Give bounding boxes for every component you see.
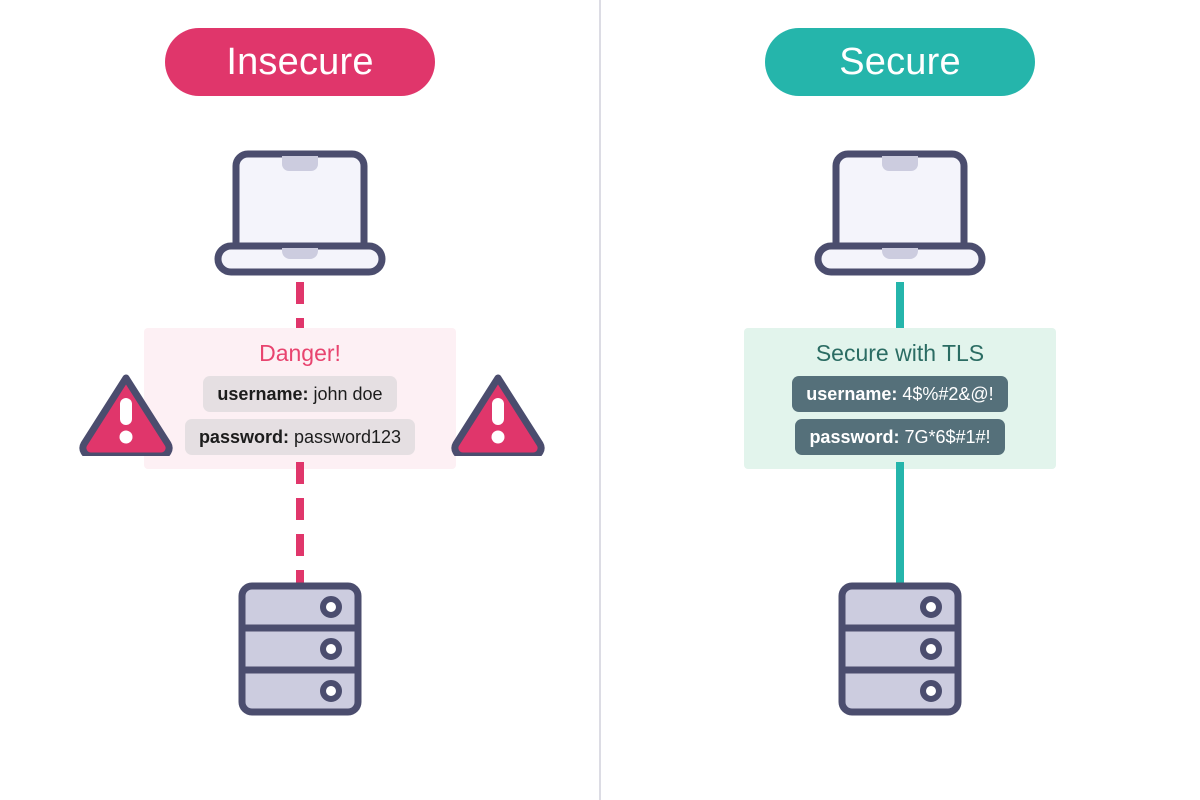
server-icon [838, 582, 962, 716]
username-value: 4$%#2&@! [902, 384, 994, 404]
credential-row: password: password123 [144, 419, 456, 455]
laptop-icon [212, 148, 388, 276]
password-key: password: [198, 427, 289, 447]
password-value: 7G*6$#1#! [904, 427, 991, 447]
password-pill: password: password123 [184, 419, 416, 455]
insecure-badge: Insecure [165, 28, 435, 96]
password-pill: password: 7G*6$#1#! [795, 419, 1005, 455]
credential-row: username: john doe [144, 376, 456, 412]
password-value: password123 [293, 427, 402, 447]
insecure-connector-top [296, 282, 304, 330]
username-pill: username: 4$%#2&@! [792, 376, 1008, 412]
credential-row: username: 4$%#2&@! [744, 376, 1056, 412]
secure-with-tls-label: Secure with TLS [815, 340, 985, 366]
danger-label: Danger! [259, 340, 341, 366]
warning-triangle-icon [450, 370, 546, 456]
username-key: username: [806, 384, 898, 404]
username-pill: username: john doe [203, 376, 397, 412]
secure-column: Secure Secure with TLS username: 4$%#2&@… [600, 0, 1200, 800]
insecure-connector-bottom [296, 462, 304, 584]
laptop-icon [812, 148, 988, 276]
secure-badge: Secure [765, 28, 1035, 96]
secure-connector-bottom [896, 462, 904, 584]
warning-triangle-icon [78, 370, 174, 456]
secure-credentials-panel: Secure with TLS username: 4$%#2&@! passw… [744, 328, 1056, 469]
credential-row: password: 7G*6$#1#! [744, 419, 1056, 455]
username-value: john doe [313, 384, 383, 404]
password-key: password: [809, 427, 900, 447]
secure-connector-top [896, 282, 904, 330]
username-key: username: [217, 384, 309, 404]
insecure-column: Insecure Danger! username: john doe [78, 28, 546, 716]
insecure-credentials-panel: Danger! username: john doe password: pas… [144, 328, 456, 469]
server-icon [238, 582, 362, 716]
center-divider [599, 0, 601, 800]
